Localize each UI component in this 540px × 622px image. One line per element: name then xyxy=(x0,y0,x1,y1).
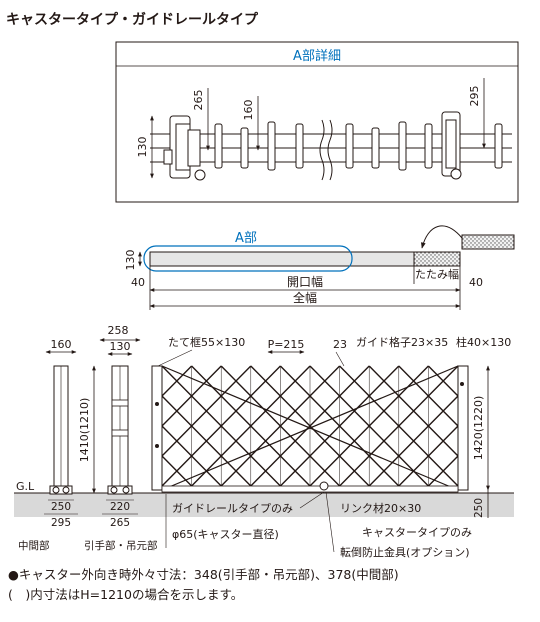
plan-dim-40-right: 40 xyxy=(469,276,483,289)
guide-label: ガイド格子23×35 xyxy=(356,335,448,349)
plan-dim-40-left: 40 xyxy=(131,276,145,289)
fold-indicator-block xyxy=(461,234,515,250)
lattice-pattern xyxy=(161,365,459,487)
left-caster-bracket xyxy=(163,115,206,181)
lattice-cross xyxy=(427,395,459,427)
lattice-cross xyxy=(250,395,281,427)
detail-dim-265: 265 xyxy=(192,90,205,111)
lattice-cross xyxy=(368,425,400,457)
lattice-cross xyxy=(368,365,400,397)
lattice-cross xyxy=(339,425,370,457)
column-label: 柱40×130 xyxy=(456,335,511,349)
base-dim-295: 295 xyxy=(51,517,71,529)
note-parenthesis-dims: ( )内寸法はH=1210の場合を示します。 xyxy=(8,587,244,602)
lattice-cross xyxy=(398,425,429,457)
lattice-cross xyxy=(220,455,252,487)
link-label: リンク材20×30 xyxy=(340,501,421,515)
lattice-cross xyxy=(309,365,341,397)
base-dim-265: 265 xyxy=(110,517,130,529)
note-caster-outer-dims: ●キャスター外向き時外々寸法：348(引手部・吊元部)、378(中間部) xyxy=(8,567,399,582)
detail-heading: A部詳細 xyxy=(293,48,341,64)
post-width-160: 160 xyxy=(51,338,72,351)
lattice-cross xyxy=(161,395,193,427)
lattice-cross xyxy=(220,395,252,427)
lattice-cross xyxy=(161,365,193,397)
lattice-cross xyxy=(220,365,252,397)
gl-label: G.L xyxy=(16,480,35,493)
post-height-1410: 1410(1210) xyxy=(78,398,91,463)
lattice-cross xyxy=(427,455,459,487)
ground-band xyxy=(14,493,514,517)
fold-width-block xyxy=(413,251,461,267)
side-elevations: 160 258 130 1410(1210) G.L 250 295 220 2… xyxy=(16,324,158,552)
frame-label: たて框55×130 xyxy=(168,336,245,349)
lattice-cross xyxy=(191,455,222,487)
detail-link-pins xyxy=(214,121,503,171)
lattice-cross xyxy=(339,455,370,487)
lattice-cross xyxy=(309,455,341,487)
post-width-130: 130 xyxy=(110,340,131,353)
opening-width-label: 開口幅 xyxy=(287,274,323,289)
pitch-label: P=215 xyxy=(268,338,305,351)
gate-frame-left xyxy=(151,365,163,491)
fold-width-label: たたみ幅 xyxy=(415,268,459,281)
caption-middle-part: 中間部 xyxy=(18,539,50,552)
guide-width-23: 23 xyxy=(333,338,347,351)
base-dim-250: 250 xyxy=(51,501,71,513)
gate-elevation: たて框55×130 P=215 23 ガイド格子23×35 柱40×130 14… xyxy=(151,335,511,559)
lattice-cross xyxy=(191,395,222,427)
lattice-cross xyxy=(250,455,281,487)
right-caster-bracket xyxy=(441,111,462,180)
lattice-cross xyxy=(309,425,341,457)
lattice-cross xyxy=(161,425,193,457)
plan-dim-130: 130 xyxy=(124,250,137,271)
lattice-cross xyxy=(250,365,281,397)
page-title: キャスタータイプ・ガイドレールタイプ xyxy=(6,12,259,28)
post-width-258: 258 xyxy=(108,324,129,337)
lattice-cross xyxy=(279,365,311,397)
guide-rail xyxy=(161,485,459,493)
lattice-cross xyxy=(279,425,311,457)
caster-only-label: キャスタータイプのみ xyxy=(362,526,472,539)
plan-view: A部 130 40 40 たたみ幅 開口幅 全幅 xyxy=(124,225,515,310)
plan-region-label: A部 xyxy=(235,231,257,246)
lattice-cross xyxy=(368,395,400,427)
lattice-cross xyxy=(191,365,222,397)
caption-end-part: 引手部・吊元部 xyxy=(84,539,158,552)
lattice-cross xyxy=(398,395,429,427)
caster-diameter-label: φ65(キャスター直径) xyxy=(172,527,279,541)
plan-region-highlight xyxy=(143,245,353,272)
lattice-cross xyxy=(398,365,429,397)
lattice-cross xyxy=(427,425,459,457)
lattice-cross xyxy=(427,365,459,397)
lattice-cross xyxy=(339,395,370,427)
lattice-cross xyxy=(191,425,222,457)
lattice-cross xyxy=(279,395,311,427)
detail-panel: A部詳細 xyxy=(115,41,519,203)
lattice-cross xyxy=(339,365,370,397)
lattice-cross xyxy=(309,395,341,427)
lattice-cross xyxy=(250,425,281,457)
lattice-cross xyxy=(398,455,429,487)
lattice-cross xyxy=(220,425,252,457)
lattice-cross xyxy=(279,455,311,487)
rail-only-label: ガイドレールタイプのみ xyxy=(172,502,293,515)
height-250: 250 xyxy=(473,498,485,518)
detail-dim-160: 160 xyxy=(242,100,255,121)
total-width-label: 全幅 xyxy=(293,290,317,305)
lattice-cross xyxy=(161,455,193,487)
detail-dim-130: 130 xyxy=(136,137,149,158)
detail-dim-295: 295 xyxy=(468,86,481,107)
anti-tip-label: 転倒防止金具(オプション) xyxy=(340,545,470,559)
base-dim-220: 220 xyxy=(110,501,130,513)
height-1420: 1420(1220) xyxy=(472,396,485,461)
lattice-cross xyxy=(368,455,400,487)
